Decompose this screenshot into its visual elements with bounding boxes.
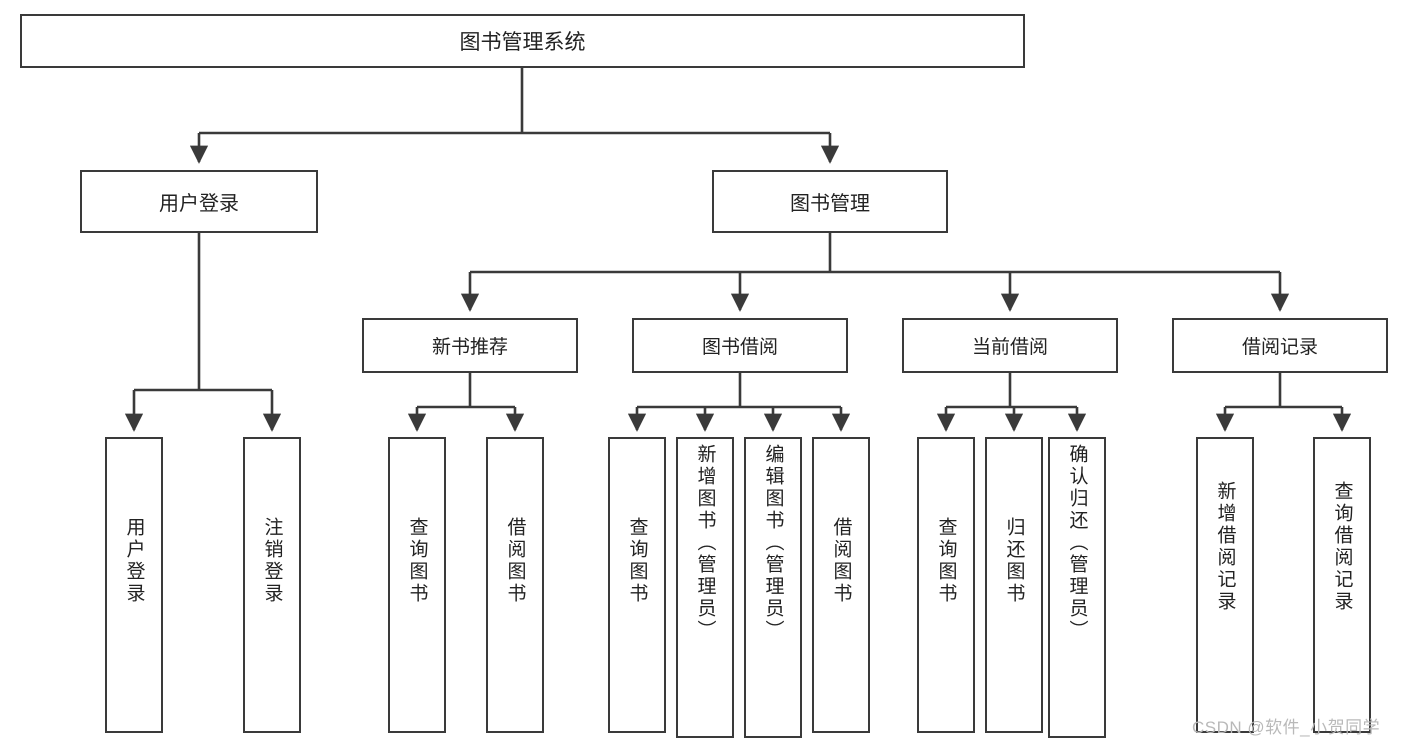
node-book-borrow-label: 图书借阅 bbox=[701, 337, 778, 358]
leaf-user-login-label: 用户登录 bbox=[123, 517, 145, 605]
leaf-query-book-1[interactable]: 查询图书 bbox=[388, 437, 446, 733]
leaf-query-record[interactable]: 查询借阅记录 bbox=[1313, 437, 1371, 733]
leaf-user-logout-label: 注销登录 bbox=[261, 517, 283, 605]
node-book-manage[interactable]: 图书管理 bbox=[712, 170, 948, 233]
node-new-book-recommend-label: 新书推荐 bbox=[431, 337, 508, 358]
leaf-add-book[interactable]: 新增图书（管理员） bbox=[676, 437, 734, 738]
node-user-login-label: 用户登录 bbox=[159, 193, 239, 215]
leaf-edit-book[interactable]: 编辑图书（管理员） bbox=[744, 437, 802, 738]
leaf-user-logout[interactable]: 注销登录 bbox=[243, 437, 301, 733]
leaf-query-book-2[interactable]: 查询图书 bbox=[608, 437, 666, 733]
node-root[interactable]: 图书管理系统 bbox=[20, 14, 1025, 68]
leaf-query-book-3[interactable]: 查询图书 bbox=[917, 437, 975, 733]
leaf-edit-book-label: 编辑图书（管理员） bbox=[762, 444, 784, 642]
leaf-add-record[interactable]: 新增借阅记录 bbox=[1196, 437, 1254, 733]
leaf-borrow-book-1-label: 借阅图书 bbox=[504, 517, 526, 605]
node-book-manage-label: 图书管理 bbox=[790, 193, 870, 215]
leaf-return-book-label: 归还图书 bbox=[1003, 517, 1025, 605]
csdn-watermark: CSDN @软件_小贺同学 bbox=[1192, 718, 1381, 737]
leaf-query-book-1-label: 查询图书 bbox=[406, 517, 428, 605]
leaf-confirm-return-label: 确认归还（管理员） bbox=[1066, 444, 1088, 642]
node-root-label: 图书管理系统 bbox=[459, 31, 586, 54]
node-new-book-recommend[interactable]: 新书推荐 bbox=[362, 318, 578, 373]
node-user-login[interactable]: 用户登录 bbox=[80, 170, 318, 233]
leaf-borrow-book-2[interactable]: 借阅图书 bbox=[812, 437, 870, 733]
leaf-query-record-label: 查询借阅记录 bbox=[1331, 481, 1353, 613]
leaf-user-login[interactable]: 用户登录 bbox=[105, 437, 163, 733]
leaf-query-book-3-label: 查询图书 bbox=[935, 517, 957, 605]
node-current-borrow-label: 当前借阅 bbox=[971, 337, 1048, 358]
leaf-add-book-label: 新增图书（管理员） bbox=[694, 444, 716, 642]
node-book-borrow[interactable]: 图书借阅 bbox=[632, 318, 848, 373]
leaf-return-book[interactable]: 归还图书 bbox=[985, 437, 1043, 733]
node-borrow-record-label: 借阅记录 bbox=[1241, 337, 1318, 358]
leaf-borrow-book-1[interactable]: 借阅图书 bbox=[486, 437, 544, 733]
node-borrow-record[interactable]: 借阅记录 bbox=[1172, 318, 1388, 373]
leaf-borrow-book-2-label: 借阅图书 bbox=[830, 517, 852, 605]
node-current-borrow[interactable]: 当前借阅 bbox=[902, 318, 1118, 373]
leaf-add-record-label: 新增借阅记录 bbox=[1214, 481, 1236, 613]
leaf-query-book-2-label: 查询图书 bbox=[626, 517, 648, 605]
leaf-confirm-return[interactable]: 确认归还（管理员） bbox=[1048, 437, 1106, 738]
